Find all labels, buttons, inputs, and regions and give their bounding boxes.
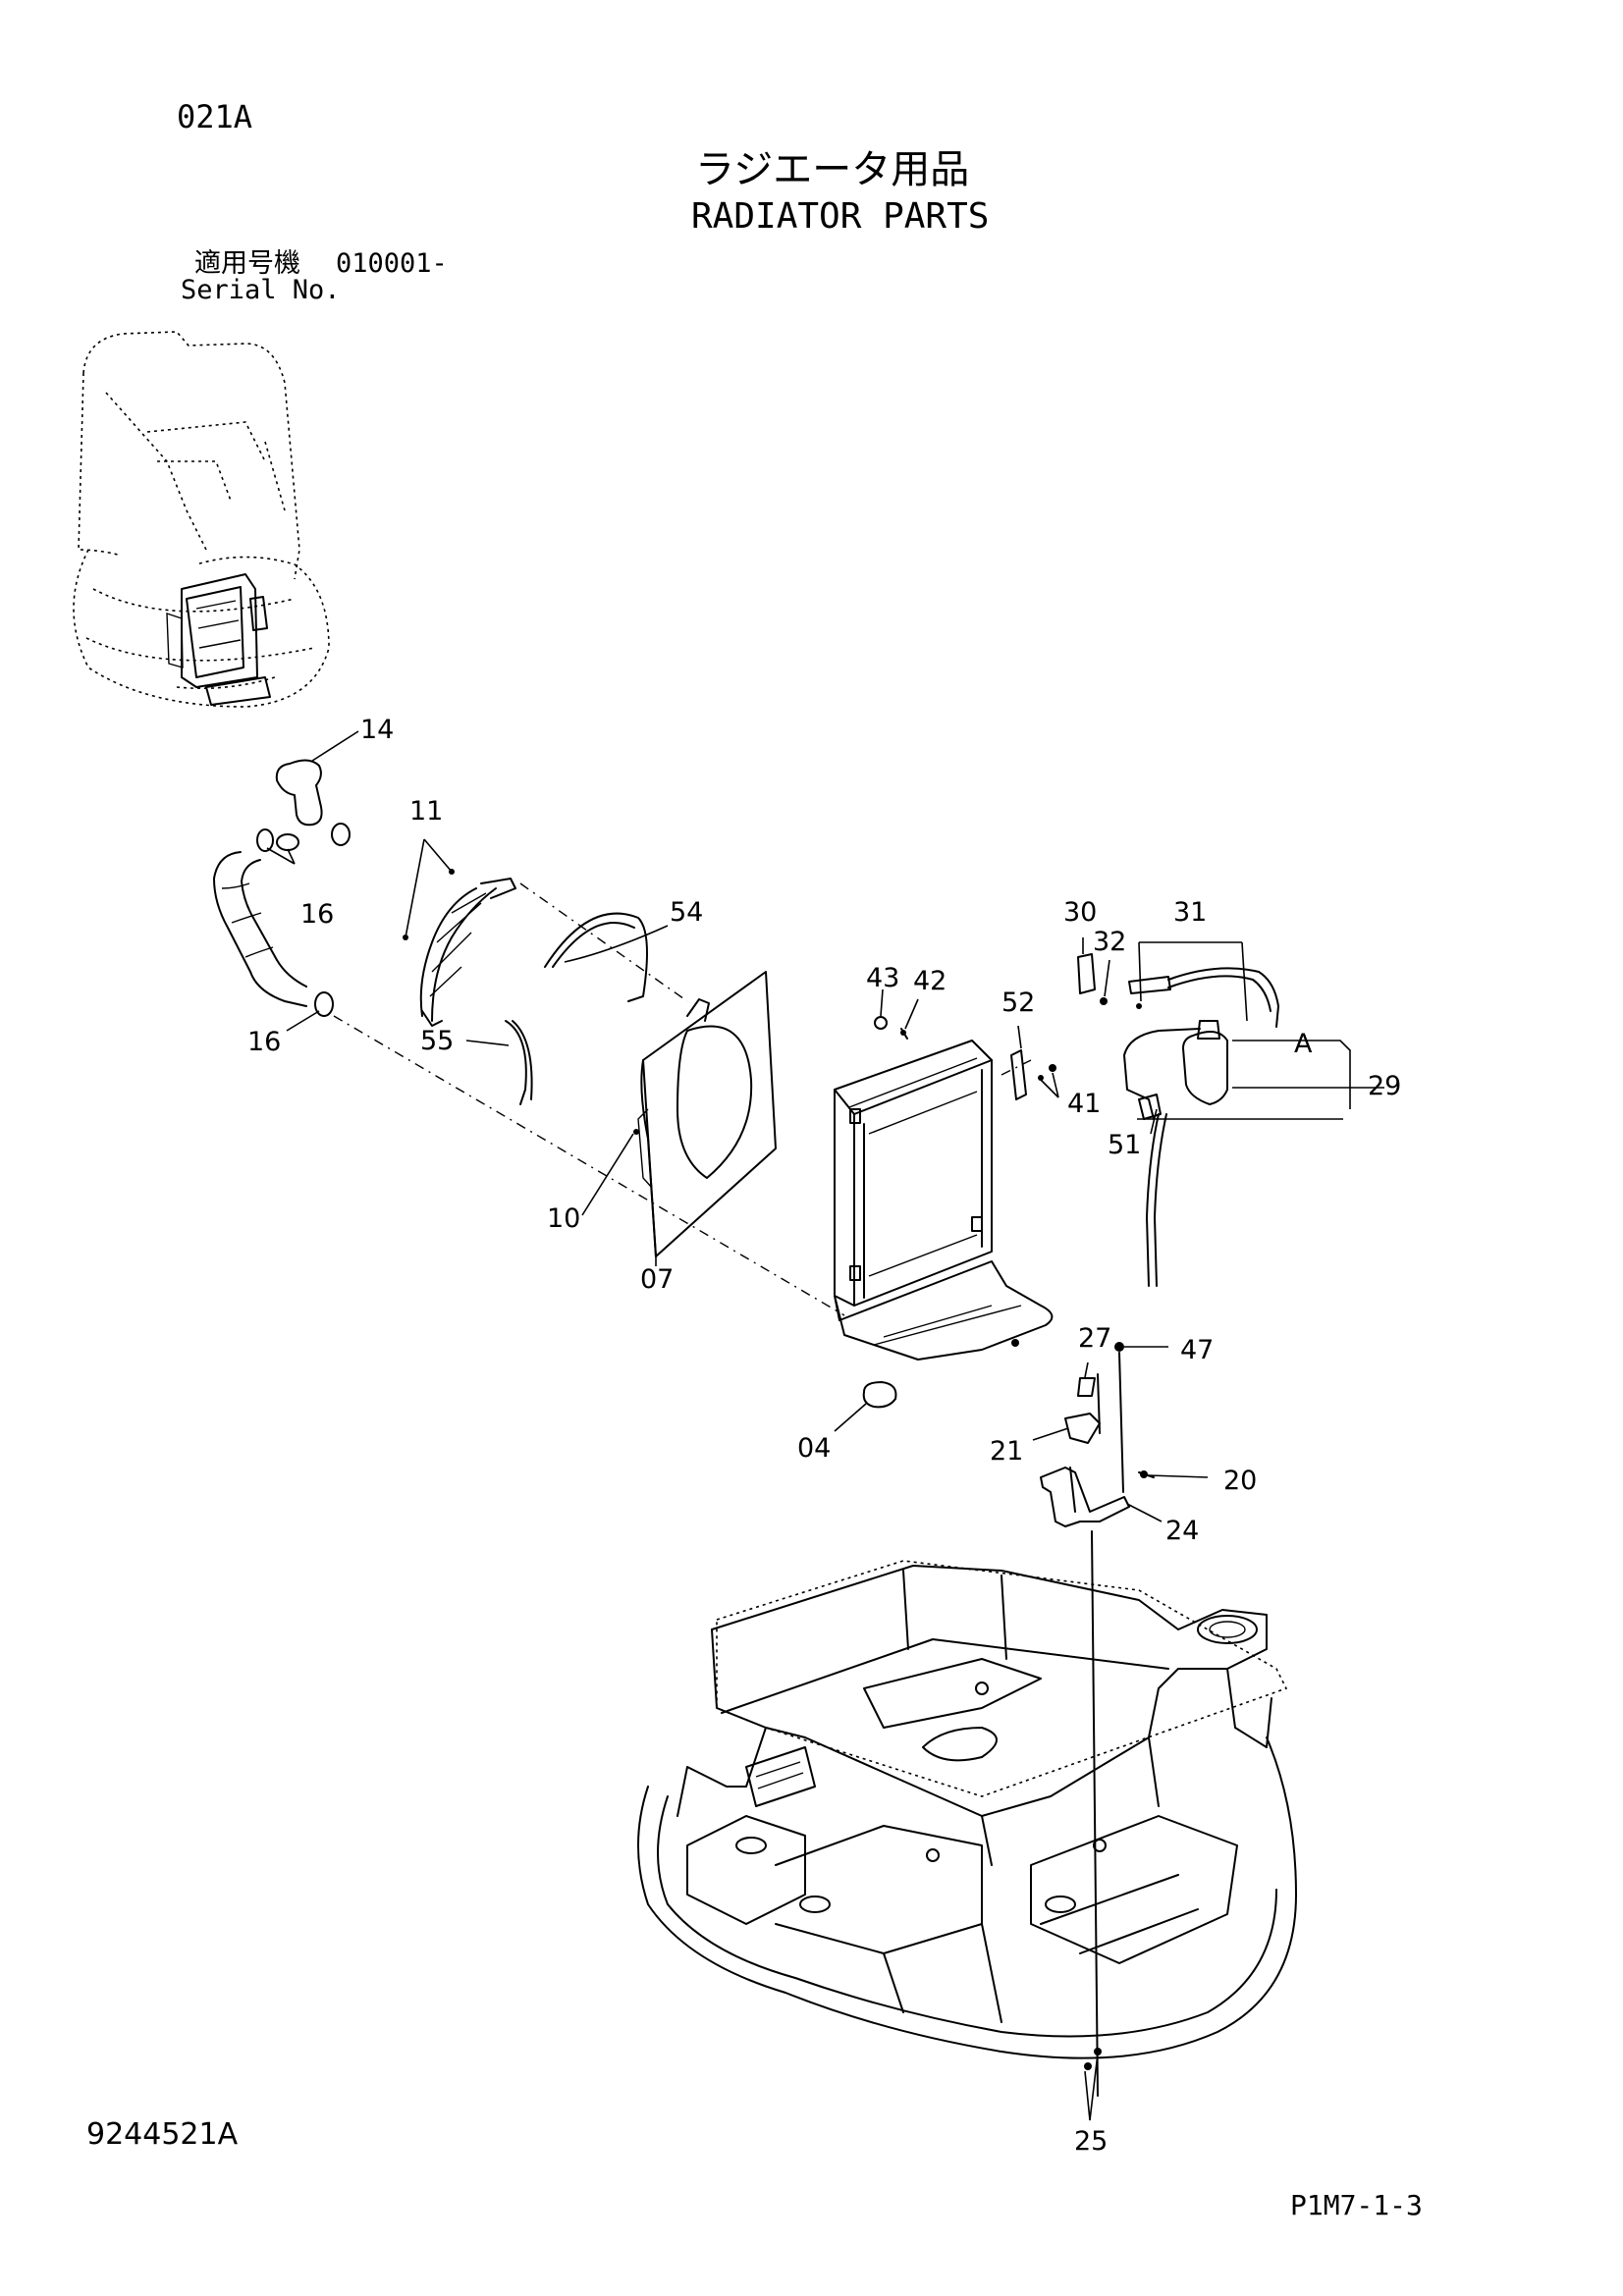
callout-20: 20: [1223, 1466, 1257, 1496]
callout-25: 25: [1074, 2126, 1108, 2157]
callout-47: 47: [1180, 1335, 1214, 1365]
drawing-number: 9244521A: [86, 2117, 239, 2152]
callout-51: 51: [1108, 1130, 1141, 1160]
radiator-core: [834, 1040, 1054, 1361]
callout-A: A: [1294, 1029, 1313, 1059]
page-code: 021A: [177, 98, 253, 135]
radiator-hose-group: [213, 759, 351, 1017]
page-title-en: RADIATOR PARTS: [691, 196, 990, 237]
callout-14: 14: [360, 715, 394, 745]
leader-lines: [266, 730, 1384, 2121]
callout-11: 11: [409, 796, 443, 827]
excavator-location-inset: [73, 331, 330, 708]
callout-30: 30: [1063, 897, 1097, 928]
callout-32: 32: [1093, 927, 1126, 957]
callout-43: 43: [866, 963, 899, 993]
callout-31: 31: [1173, 897, 1207, 928]
callout-16: 16: [300, 899, 334, 930]
callout-10: 10: [547, 1203, 580, 1234]
callout-07: 07: [640, 1264, 674, 1295]
callout-55: 55: [420, 1026, 454, 1056]
callout-04: 04: [797, 1433, 831, 1464]
page-reference: P1M7-1-3: [1290, 2189, 1423, 2221]
callout-29: 29: [1368, 1071, 1401, 1101]
callout-24: 24: [1165, 1516, 1199, 1546]
callout-21: 21: [990, 1436, 1023, 1467]
callout-16-lower: 16: [247, 1027, 281, 1057]
callout-labels: 14 11 16 16 54 55 10 07 43 42 52 41 30 3…: [247, 715, 1401, 2157]
callout-42: 42: [913, 966, 947, 996]
callout-27: 27: [1078, 1323, 1111, 1354]
callout-52: 52: [1001, 988, 1035, 1018]
bracket-hardware: [874, 1016, 1056, 1100]
fan-shroud: [505, 912, 777, 1257]
serial-value: 010001-: [336, 248, 448, 279]
callout-54: 54: [670, 897, 703, 928]
reservoir-tank-assembly: [1077, 953, 1279, 1287]
serial-label-en: Serial No.: [181, 275, 341, 305]
fan-guard: [403, 869, 516, 1027]
callout-41: 41: [1067, 1089, 1101, 1119]
mount-bracket-hardware: [862, 1342, 1155, 2097]
serial-label-jp: 適用号機: [194, 248, 300, 279]
upper-frame: [637, 1560, 1297, 2070]
page-title-jp: ラジエータ用品: [695, 147, 970, 192]
